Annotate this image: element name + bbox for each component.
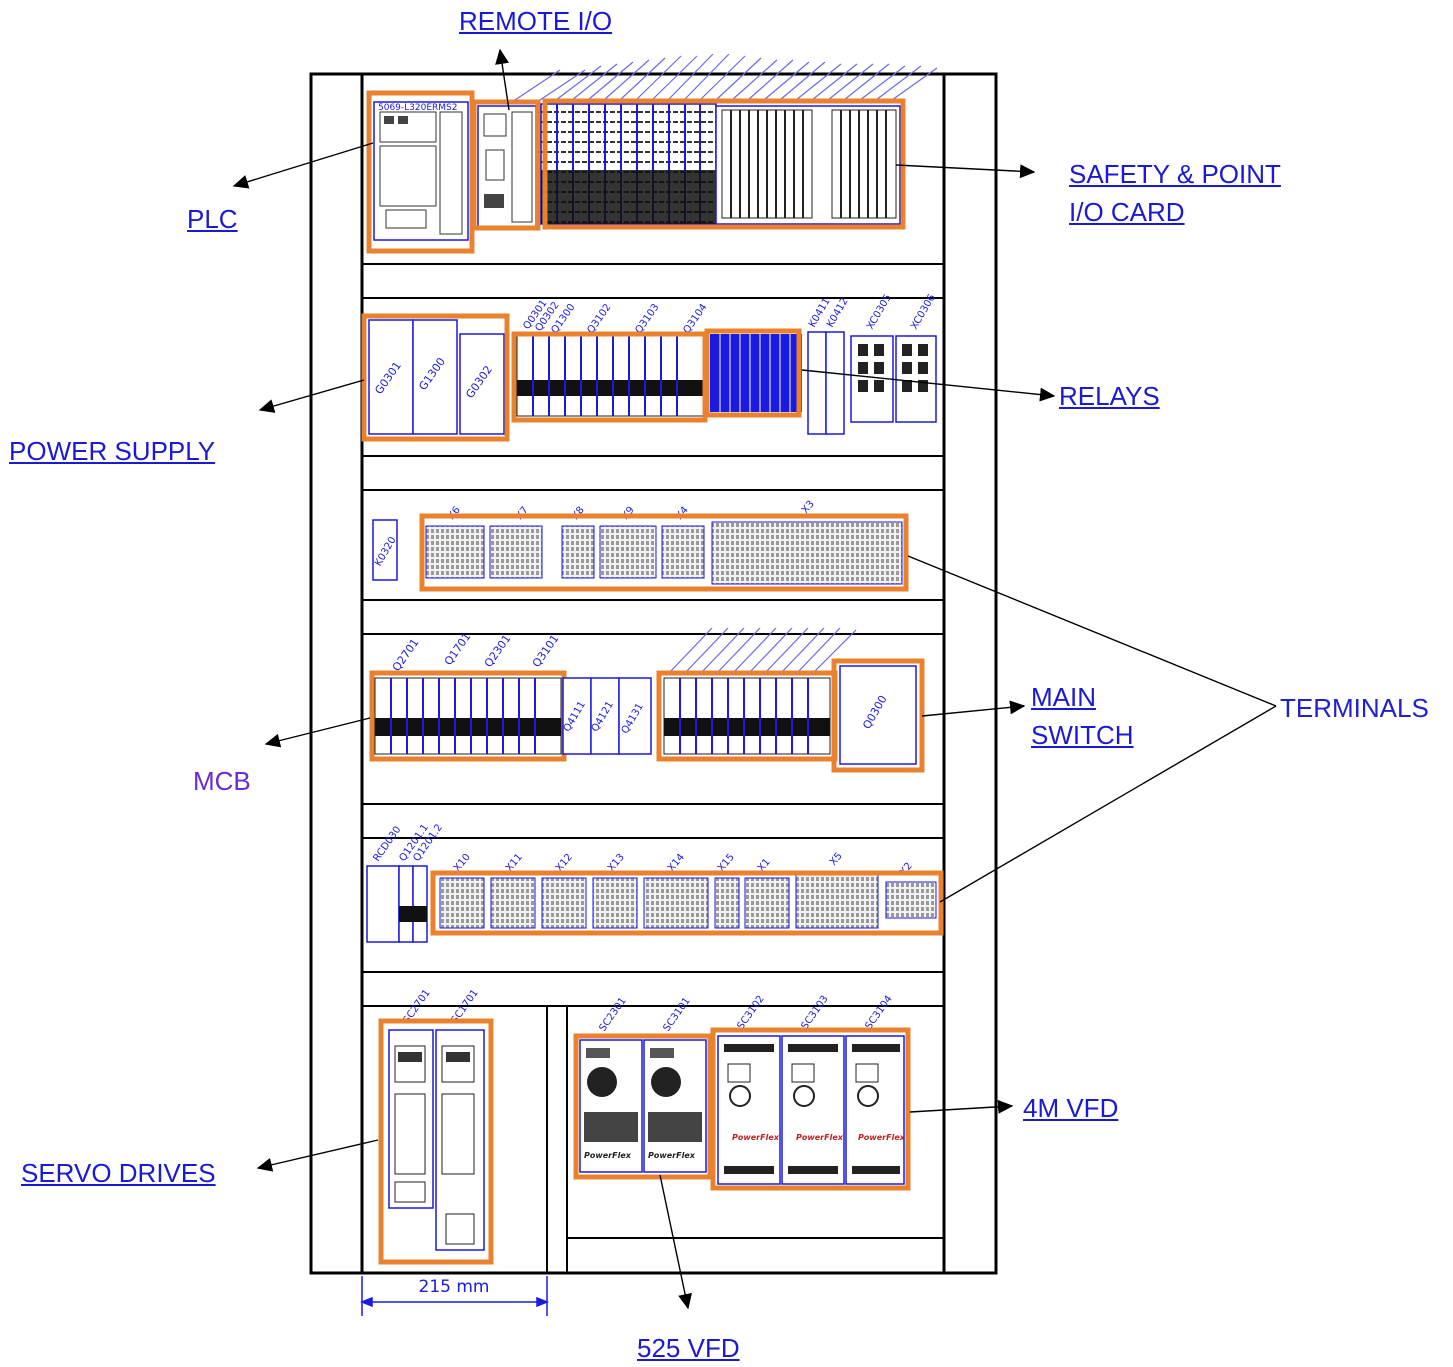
vfd-4m-brand-2: PowerFlex xyxy=(796,1133,844,1142)
remote-io-adapter xyxy=(477,105,537,229)
mcb-q3101-label: Q3101 xyxy=(530,632,562,669)
power-supply-callout[interactable]: POWER SUPPLY xyxy=(9,436,216,466)
mcb-block-2 xyxy=(663,627,857,755)
vfd-sc3101-label: SC3101 xyxy=(661,996,692,1034)
width-dimension-label: 215 mm xyxy=(419,1277,490,1297)
interface-relays: K0411 K0412 xyxy=(807,296,851,435)
vfd-4m-brand-3: PowerFlex xyxy=(858,1133,906,1142)
mcb-q2701-label: Q2701 xyxy=(390,636,422,673)
callout-arrows xyxy=(232,48,1277,1310)
cabinet-frame xyxy=(309,72,998,1275)
vfd-525-pair: PowerFlex PowerFlex SC2301 SC3101 xyxy=(579,996,707,1173)
vfd-4m-highlight xyxy=(710,1027,911,1191)
width-dimension xyxy=(359,1276,550,1316)
vfd-525-highlight xyxy=(573,1033,713,1180)
plc-module: 5069-L320ERMS2 xyxy=(373,101,469,241)
terminal-x8-label: X8 xyxy=(570,505,587,522)
relays-callout[interactable]: RELAYS xyxy=(1059,381,1160,411)
vfd-sc3103-label: SC3103 xyxy=(799,994,830,1032)
relay-highlight xyxy=(704,328,802,418)
servo-drive-pair: SC2701 SC1701 xyxy=(388,988,485,1251)
terminal-x4-label: X4 xyxy=(674,505,691,522)
mcb-callout: MCB xyxy=(193,766,251,796)
terminal-x7-label: X7 xyxy=(514,505,531,522)
io-card-highlight xyxy=(542,98,906,230)
terminal-x5-label: X5 xyxy=(828,851,845,868)
row3-terminal-strip: X6 X7 X8 X9 X4 X3 xyxy=(425,499,903,585)
remote-io-highlight xyxy=(471,99,541,231)
vfd-4m-brand-1: PowerFlex xyxy=(732,1133,780,1142)
psu-breaker-tag-4: Q3102 xyxy=(585,302,613,336)
mcb-q2301-label: Q2301 xyxy=(482,632,514,669)
main-switch-device: Q0300 xyxy=(839,665,917,765)
row3-terminal-highlight xyxy=(419,513,909,592)
terminal-x6-label: X6 xyxy=(446,505,463,522)
plc-callout[interactable]: PLC xyxy=(187,204,238,234)
terminal-x9-label: X9 xyxy=(620,505,637,522)
row5-terminal-strip: X10 X11 X12 X13 X14 X15 X1 X5 X2 xyxy=(439,851,937,929)
row5-terminal-highlight xyxy=(430,870,944,936)
main-switch-callout-line2[interactable]: SWITCH xyxy=(1031,720,1134,750)
terminal-x3-label: X3 xyxy=(800,499,817,516)
contactor-group: Q4111 Q4121 Q4131 xyxy=(562,677,652,755)
servo-drive-highlight xyxy=(378,1018,494,1265)
main-switch-callout-line1[interactable]: MAIN xyxy=(1031,682,1096,712)
vfd-525-callout[interactable]: 525 VFD xyxy=(637,1333,740,1363)
psu-breaker-tag-5: Q3103 xyxy=(633,302,661,336)
mcb-block: Q2701 Q1701 Q2301 Q3101 xyxy=(374,630,562,755)
socket-blocks: XC0305 XC0306 xyxy=(850,293,938,423)
safety-io-callout-line2[interactable]: I/O CARD xyxy=(1069,197,1185,227)
vfd-sc2301-label: SC2301 xyxy=(597,996,628,1034)
io-card-rack xyxy=(514,53,938,225)
psu-breaker-group: Q0301 Q0302 Q1300 Q3102 Q3103 Q3104 xyxy=(516,298,710,417)
plc-model-label: 5069-L320ERMS2 xyxy=(378,103,458,113)
vfd-525-brand-1: PowerFlex xyxy=(584,1151,632,1160)
power-supply-highlight xyxy=(361,313,510,442)
servo-drives-callout[interactable]: SERVO DRIVES xyxy=(21,1158,216,1188)
mcb-q1701-label: Q1701 xyxy=(442,630,474,667)
vfd-sc3104-label: SC3104 xyxy=(863,994,894,1032)
vfd-525-brand-2: PowerFlex xyxy=(648,1151,696,1160)
safety-io-callout-line1[interactable]: SAFETY & POINT xyxy=(1069,159,1281,189)
relay-block xyxy=(710,334,802,412)
vfd-4m-group: PowerFlex PowerFlex PowerFlex SC3102 SC3… xyxy=(717,994,906,1185)
row3-relay: K0320 xyxy=(372,519,399,581)
vfd-sc3102-label: SC3102 xyxy=(735,994,766,1032)
power-supply-group: G0301 G1300 G0302 xyxy=(368,319,505,435)
vfd-4m-callout[interactable]: 4M VFD xyxy=(1023,1093,1119,1123)
terminals-callout: TERMINALS xyxy=(1280,693,1429,723)
remote-io-callout[interactable]: REMOTE I/O xyxy=(459,6,613,36)
